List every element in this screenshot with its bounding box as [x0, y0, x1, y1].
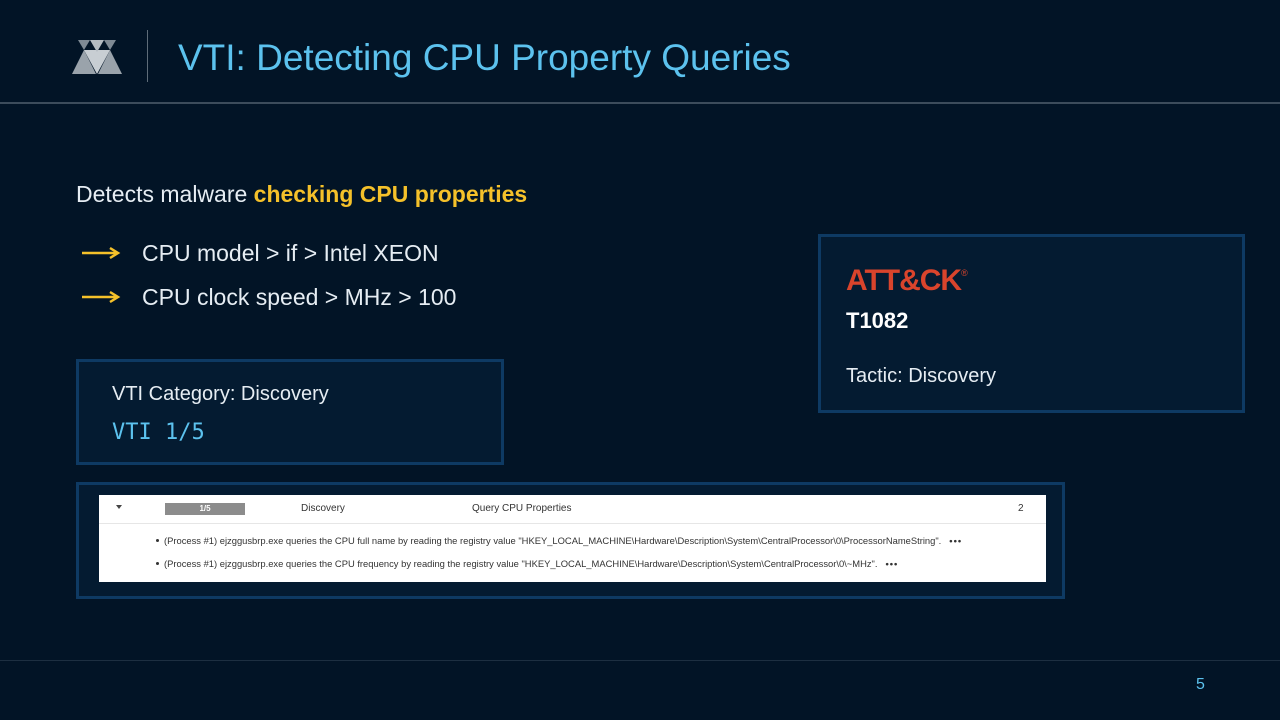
list-item: (Process #1) ejzggusbrp.exe queries the … [156, 558, 898, 569]
score-bar-label: 1/5 [199, 504, 211, 513]
attck-logo: ATT&CK® [846, 264, 968, 298]
tactic-label: Tactic: Discovery [846, 365, 997, 387]
detail-text: (Process #1) ejzggusbrp.exe queries the … [164, 558, 878, 569]
result-category: Discovery [301, 503, 345, 514]
bullet-text: CPU model > if > Intel XEON [142, 239, 439, 266]
slide-header: VTI: Detecting CPU Property Queries [0, 0, 1280, 104]
registered-mark: ® [961, 268, 968, 278]
attck-info-box: ATT&CK® T1082 Tactic: Discovery [818, 234, 1245, 413]
result-operation: Query CPU Properties [472, 503, 572, 514]
intro-lead: Detects malware [76, 181, 254, 207]
more-options-icon[interactable]: ••• [949, 535, 963, 546]
detail-text: (Process #1) ejzggusbrp.exe queries the … [164, 535, 942, 546]
footer-rule [0, 660, 1280, 661]
vti-result-row[interactable]: 1/5 Discovery Query CPU Properties 2 [99, 495, 1046, 524]
header-rule [0, 102, 1280, 104]
bullet-item: CPU clock speed > MHz > 100 [82, 283, 456, 311]
caret-down-icon[interactable] [116, 505, 122, 509]
score-bar: 1/5 [165, 503, 245, 515]
bullet-dot-icon [156, 539, 159, 543]
vti-category: VTI Category: Discovery [112, 383, 329, 405]
vti-score: VTI 1/5 [112, 420, 205, 445]
more-options-icon[interactable]: ••• [885, 558, 899, 569]
bullet-text: CPU clock speed > MHz > 100 [142, 283, 457, 310]
list-item: (Process #1) ejzggusbrp.exe queries the … [156, 535, 962, 546]
arrow-right-icon [82, 290, 121, 304]
attck-logo-text: ATT&CK [846, 264, 962, 297]
intro-highlight: checking CPU properties [253, 181, 528, 207]
vmray-logo-icon [72, 40, 122, 74]
intro-text: Detects malware checking CPU properties [76, 181, 527, 208]
bullet-dot-icon [156, 562, 159, 566]
bullet-item: CPU model > if > Intel XEON [82, 239, 439, 267]
technique-id: T1082 [846, 308, 909, 333]
arrow-right-icon [82, 246, 121, 260]
screenshot-frame: 1/5 Discovery Query CPU Properties 2 (Pr… [76, 482, 1065, 599]
page-number: 5 [1196, 676, 1205, 693]
vti-result-screenshot: 1/5 Discovery Query CPU Properties 2 (Pr… [99, 495, 1046, 582]
vti-info-box: VTI Category: Discovery VTI 1/5 [76, 359, 504, 465]
slide-title: VTI: Detecting CPU Property Queries [178, 37, 791, 78]
result-count: 2 [1018, 503, 1024, 514]
score-bar-fill [165, 503, 245, 515]
header-divider [147, 30, 148, 82]
